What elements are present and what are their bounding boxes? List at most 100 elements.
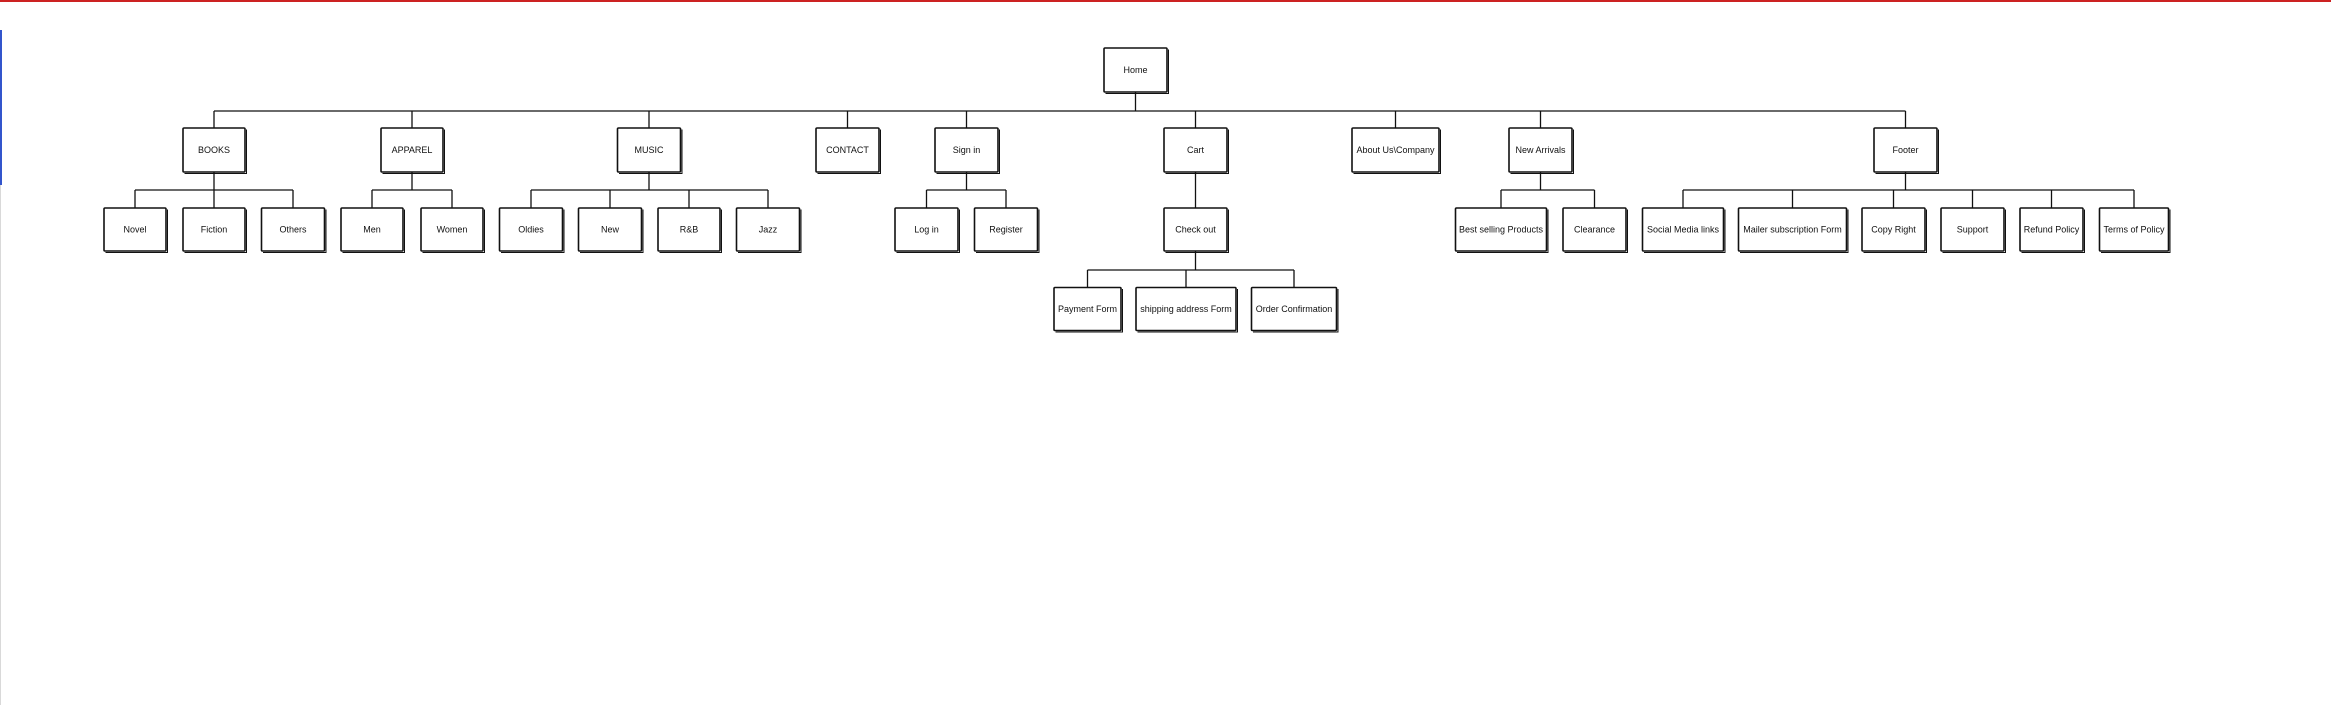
node-label: Mailer subscription Form <box>1743 224 1842 234</box>
node-box-shadow <box>659 209 722 253</box>
node-box-shadow <box>1510 129 1574 174</box>
node-box[interactable] <box>2098 207 2170 252</box>
node-box-shadow <box>184 209 247 253</box>
node-box[interactable] <box>894 207 959 252</box>
node-label: Refund Policy <box>2024 224 2080 234</box>
node-box[interactable] <box>577 207 643 252</box>
node-sign-in[interactable]: Sign in <box>934 127 1000 174</box>
node-box[interactable] <box>1454 207 1548 252</box>
node-social-media-links[interactable]: Social Media links <box>1641 207 1726 253</box>
node-box-shadow <box>1875 129 1939 174</box>
node-support[interactable]: Support <box>1940 207 2006 253</box>
node-label: Support <box>1957 224 1989 234</box>
node-jazz[interactable]: Jazz <box>735 207 802 253</box>
left-accent-bar <box>0 30 2 185</box>
node-about-us-company[interactable]: About Us\Company <box>1351 127 1441 174</box>
node-label: Log in <box>914 224 939 234</box>
node-box-shadow <box>1644 209 1726 253</box>
node-box[interactable] <box>1940 207 2005 252</box>
node-box[interactable] <box>182 207 246 252</box>
node-home[interactable]: Home <box>1103 47 1169 94</box>
node-box[interactable] <box>1163 207 1228 252</box>
node-new-arrivals[interactable]: New Arrivals <box>1508 127 1574 174</box>
node-label: Copy Right <box>1871 224 1916 234</box>
node-box[interactable] <box>260 207 326 252</box>
node-books[interactable]: BOOKS <box>182 127 247 174</box>
node-r-b[interactable]: R&B <box>657 207 722 253</box>
node-box[interactable] <box>616 127 682 173</box>
node-order-confirmation[interactable]: Order Confirmation <box>1250 286 1339 333</box>
node-box-shadow <box>342 209 405 253</box>
node-label: Sign in <box>953 145 981 155</box>
node-novel[interactable]: Novel <box>103 207 168 253</box>
node-box[interactable] <box>182 127 246 173</box>
node-box[interactable] <box>1861 207 1926 252</box>
node-box[interactable] <box>1873 127 1938 173</box>
node-box[interactable] <box>1508 127 1573 173</box>
node-footer[interactable]: Footer <box>1873 127 1939 174</box>
node-box-shadow <box>936 129 1000 174</box>
node-check-out[interactable]: Check out <box>1163 207 1229 253</box>
node-new[interactable]: New <box>577 207 644 253</box>
node-box-shadow <box>1564 209 1628 253</box>
node-payment-form[interactable]: Payment Form <box>1053 286 1123 333</box>
node-box[interactable] <box>1737 207 1848 252</box>
node-label: New <box>601 224 620 234</box>
node-box[interactable] <box>498 207 564 252</box>
node-terms-of-policy[interactable]: Terms of Policy <box>2098 207 2171 253</box>
node-box[interactable] <box>1641 207 1725 252</box>
node-mailer-subscription-form[interactable]: Mailer subscription Form <box>1737 207 1849 253</box>
node-box[interactable] <box>1351 127 1440 173</box>
node-box-shadow <box>1165 129 1229 174</box>
node-box[interactable] <box>934 127 999 173</box>
node-box[interactable] <box>1103 47 1168 93</box>
node-box-shadow <box>1457 209 1549 253</box>
node-box[interactable] <box>1250 286 1338 332</box>
window-top-border <box>0 0 2331 2</box>
node-oldies[interactable]: Oldies <box>498 207 565 253</box>
node-label: MUSIC <box>635 145 665 155</box>
node-best-selling-products[interactable]: Best selling Products <box>1454 207 1549 253</box>
node-box[interactable] <box>815 127 880 173</box>
node-box[interactable] <box>380 127 444 173</box>
node-box[interactable] <box>103 207 167 252</box>
node-copy-right[interactable]: Copy Right <box>1861 207 1927 253</box>
node-label: Others <box>279 224 307 234</box>
node-box[interactable] <box>2019 207 2084 252</box>
node-box-shadow <box>896 209 960 253</box>
node-label: New Arrivals <box>1515 145 1566 155</box>
node-log-in[interactable]: Log in <box>894 207 960 253</box>
node-clearance[interactable]: Clearance <box>1562 207 1628 253</box>
node-box-shadow <box>422 209 485 253</box>
node-label: Oldies <box>518 224 544 234</box>
node-apparel[interactable]: APPAREL <box>380 127 445 174</box>
node-box-shadow <box>1740 209 1849 253</box>
node-fiction[interactable]: Fiction <box>182 207 247 253</box>
node-box[interactable] <box>973 207 1039 252</box>
node-shipping-address-form[interactable]: shipping address Form <box>1135 286 1238 333</box>
node-refund-policy[interactable]: Refund Policy <box>2019 207 2085 253</box>
node-others[interactable]: Others <box>260 207 327 253</box>
node-box[interactable] <box>1053 286 1122 332</box>
node-box[interactable] <box>340 207 404 252</box>
node-women[interactable]: Women <box>420 207 485 253</box>
node-box-shadow <box>501 209 565 253</box>
node-contact[interactable]: CONTACT <box>815 127 881 174</box>
node-label: Social Media links <box>1647 224 1720 234</box>
node-box[interactable] <box>1135 286 1237 332</box>
node-box[interactable] <box>1562 207 1627 252</box>
node-box[interactable] <box>1163 127 1228 173</box>
node-music[interactable]: MUSIC <box>616 127 683 174</box>
node-men[interactable]: Men <box>340 207 405 253</box>
node-register[interactable]: Register <box>973 207 1040 253</box>
node-box[interactable] <box>735 207 801 252</box>
node-box-shadow <box>817 129 881 174</box>
node-label: APPAREL <box>392 145 433 155</box>
node-box[interactable] <box>657 207 721 252</box>
node-box[interactable] <box>420 207 484 252</box>
node-cart[interactable]: Cart <box>1163 127 1229 174</box>
node-label: Jazz <box>759 224 778 234</box>
node-box-shadow <box>382 129 445 174</box>
